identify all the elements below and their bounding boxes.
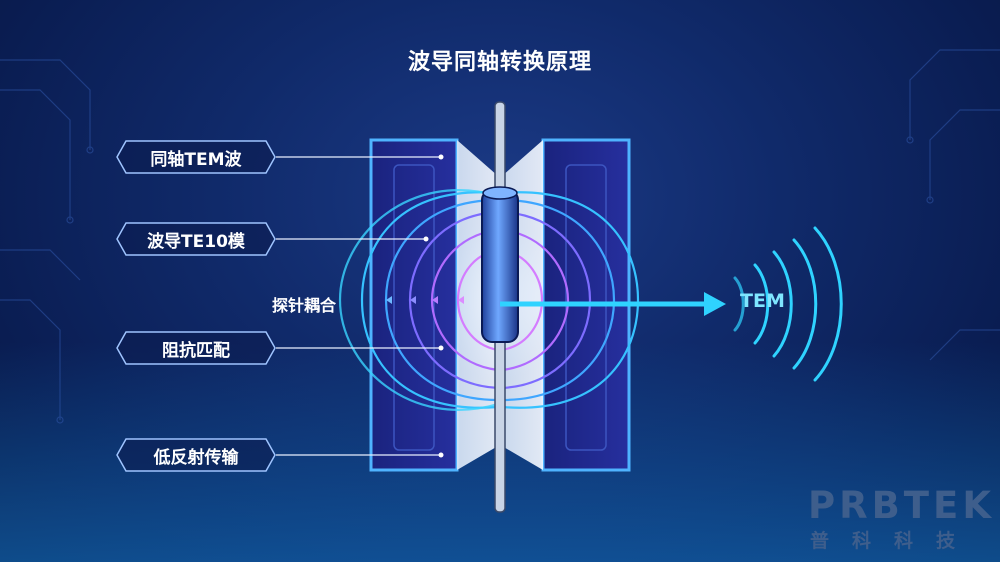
label-coax-tem: 同轴TEM波 (116, 140, 276, 174)
label-frame (116, 331, 276, 365)
label-impedance-matching: 阻抗匹配 (116, 331, 276, 365)
label-frame (116, 438, 276, 472)
radiating-waves (733, 226, 843, 382)
circuit-decor-right (906, 49, 1000, 361)
tem-output-arrow (500, 292, 726, 316)
label-text: 阻抗匹配 (162, 340, 230, 361)
diagram-title: 波导同轴转换原理 (407, 50, 592, 75)
label-waveguide-te10: 波导TE10模 (116, 222, 276, 256)
field-lines-right (501, 191, 640, 409)
field-arrow-markers (386, 296, 464, 304)
circuit-decor-left (0, 59, 94, 424)
brand-logo: PRBTEK (808, 484, 995, 527)
label-frame (116, 222, 276, 256)
tem-output-label: TEM (740, 290, 785, 312)
label-text: 波导TE10模 (147, 231, 245, 252)
label-text: 同轴TEM波 (150, 149, 242, 170)
label-frame (116, 140, 276, 174)
leader-dots (423, 154, 444, 458)
label-text: 低反射传输 (153, 447, 239, 468)
leader-lines (276, 156, 441, 456)
brand-chinese-name: 普科科技 (810, 530, 979, 552)
label-low-reflection: 低反射传输 (116, 438, 276, 472)
waveguide-wall-left (369, 138, 498, 472)
probe-coupling-label: 探针耦合 (272, 296, 337, 315)
